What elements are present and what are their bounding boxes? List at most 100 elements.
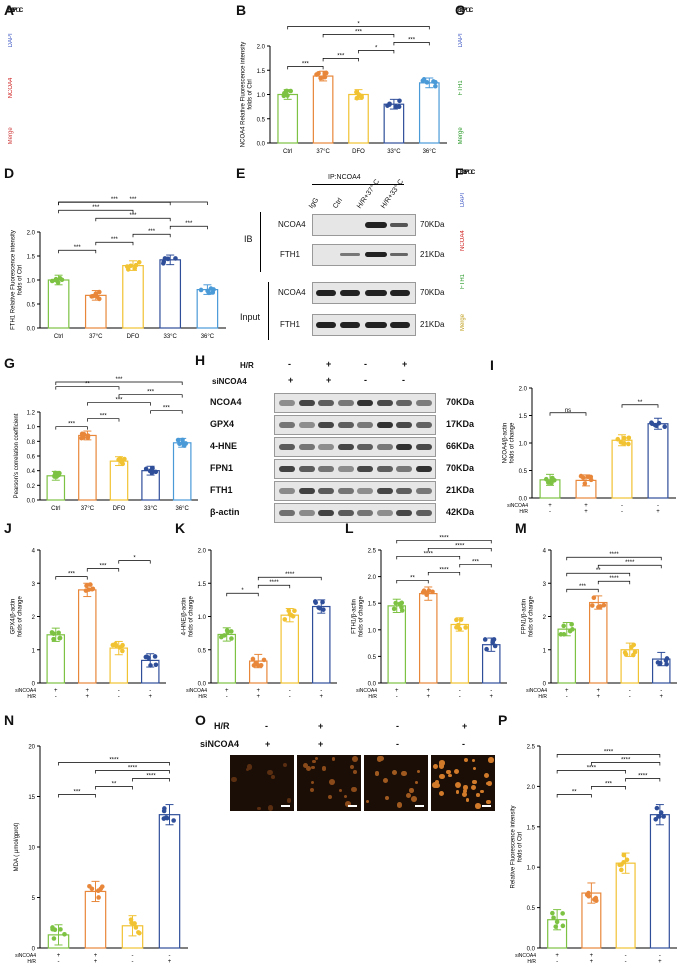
data-point: [554, 919, 560, 925]
x-sign: +: [319, 694, 323, 700]
ip-header-line: [312, 184, 404, 185]
bar: [611, 439, 633, 499]
y-tick-label: 2: [32, 615, 36, 621]
x-tick-label: 36°C: [201, 334, 215, 340]
x-sign: -: [169, 953, 171, 959]
data-point: [433, 83, 438, 89]
significance-label: ****: [604, 749, 614, 755]
data-point: [591, 595, 597, 601]
x-tick-label: 33°C: [387, 149, 401, 155]
x-sign: +: [548, 503, 552, 509]
data-point: [171, 818, 176, 823]
column-label: 36° C: [458, 8, 474, 14]
x-sign: +: [395, 688, 399, 694]
row-label: FTH1: [460, 274, 466, 289]
panel-letter-i: I: [490, 357, 494, 373]
significance-label: ****: [621, 757, 631, 763]
x-group-label: H/R: [519, 509, 528, 515]
o-sign: -: [396, 721, 399, 731]
significance-label: *: [241, 588, 244, 594]
y-tick-label: 0.0: [257, 142, 266, 148]
h-blot-strip: [274, 481, 436, 501]
x-sign: +: [656, 509, 660, 515]
column-label: DFO: [8, 8, 21, 14]
bar: [557, 628, 577, 684]
input-label: Input: [240, 312, 261, 322]
h-row-kda: 21KDa: [446, 485, 475, 495]
data-point: [567, 628, 573, 634]
y-tick-label: 0.5: [27, 303, 36, 309]
data-point: [57, 470, 62, 476]
data-point: [490, 638, 496, 644]
h-sign: +: [326, 359, 332, 369]
data-point: [663, 658, 669, 663]
significance-label: ****: [128, 765, 138, 771]
y-tick-label: 0.0: [27, 327, 36, 333]
significance-bracket: [150, 410, 183, 414]
data-point: [84, 583, 89, 589]
data-point: [161, 259, 167, 265]
data-point: [51, 936, 57, 941]
e-row-label: FTH1: [280, 250, 300, 259]
x-sign: +: [659, 694, 663, 700]
x-tick-label: Ctrl: [54, 334, 63, 340]
x-tick-label: DFO: [352, 149, 365, 155]
x-sign: -: [58, 959, 60, 965]
data-point: [551, 915, 556, 921]
x-tick-label: 33°C: [163, 334, 177, 340]
bar: [312, 75, 334, 144]
o-sign: -: [396, 739, 399, 749]
significance-bracket: [257, 584, 291, 589]
data-point: [89, 294, 94, 299]
significance-label: **: [572, 789, 577, 795]
y-tick-label: 1.5: [27, 255, 36, 261]
data-point: [153, 469, 159, 475]
x-sign: -: [625, 959, 627, 965]
h-sign: -: [364, 375, 367, 385]
data-point: [79, 435, 84, 441]
e-blot-ncoa4-input: [312, 282, 416, 304]
data-point: [569, 622, 574, 627]
significance-bracket: [226, 592, 259, 597]
x-sign: +: [225, 688, 229, 694]
data-point: [393, 600, 398, 606]
ib-bracket: [260, 212, 261, 272]
y-tick-label: 2.5: [527, 745, 536, 751]
data-point: [83, 588, 89, 593]
data-point: [458, 617, 464, 622]
row-label: FTH1: [458, 80, 464, 96]
x-sign: -: [289, 688, 291, 694]
significance-bracket: [55, 386, 120, 390]
panel-letter-n: N: [4, 712, 15, 728]
ib-label: IB: [244, 234, 253, 244]
data-point: [550, 910, 555, 916]
significance-bracket: [87, 418, 120, 422]
significance-label: ***: [115, 398, 123, 404]
y-tick-label: 3: [32, 582, 36, 588]
significance-bracket: [257, 576, 322, 581]
data-point: [649, 420, 654, 425]
data-point: [626, 441, 631, 447]
x-sign: -: [289, 694, 291, 700]
data-point: [161, 816, 167, 821]
h-sign: -: [402, 375, 405, 385]
significance-bracket: [566, 588, 599, 593]
data-point: [148, 663, 153, 668]
significance-label: ***: [115, 377, 123, 383]
panel-letter-o: O: [195, 712, 206, 728]
significance-bracket: [358, 50, 395, 54]
x-sign: +: [596, 688, 600, 694]
x-sign: +: [256, 688, 260, 694]
column-label: 36° C: [8, 8, 24, 14]
column-label: Ctrl: [8, 8, 18, 14]
significance-label: ns: [565, 408, 571, 414]
row-label: Merge: [460, 314, 466, 332]
data-point: [180, 437, 185, 443]
data-point: [664, 661, 669, 667]
x-tick-label: DFO: [113, 506, 126, 512]
data-point: [317, 605, 323, 611]
data-point: [288, 88, 293, 94]
data-point: [621, 435, 627, 441]
x-sign: -: [149, 688, 151, 694]
significance-label: ***: [92, 205, 100, 211]
